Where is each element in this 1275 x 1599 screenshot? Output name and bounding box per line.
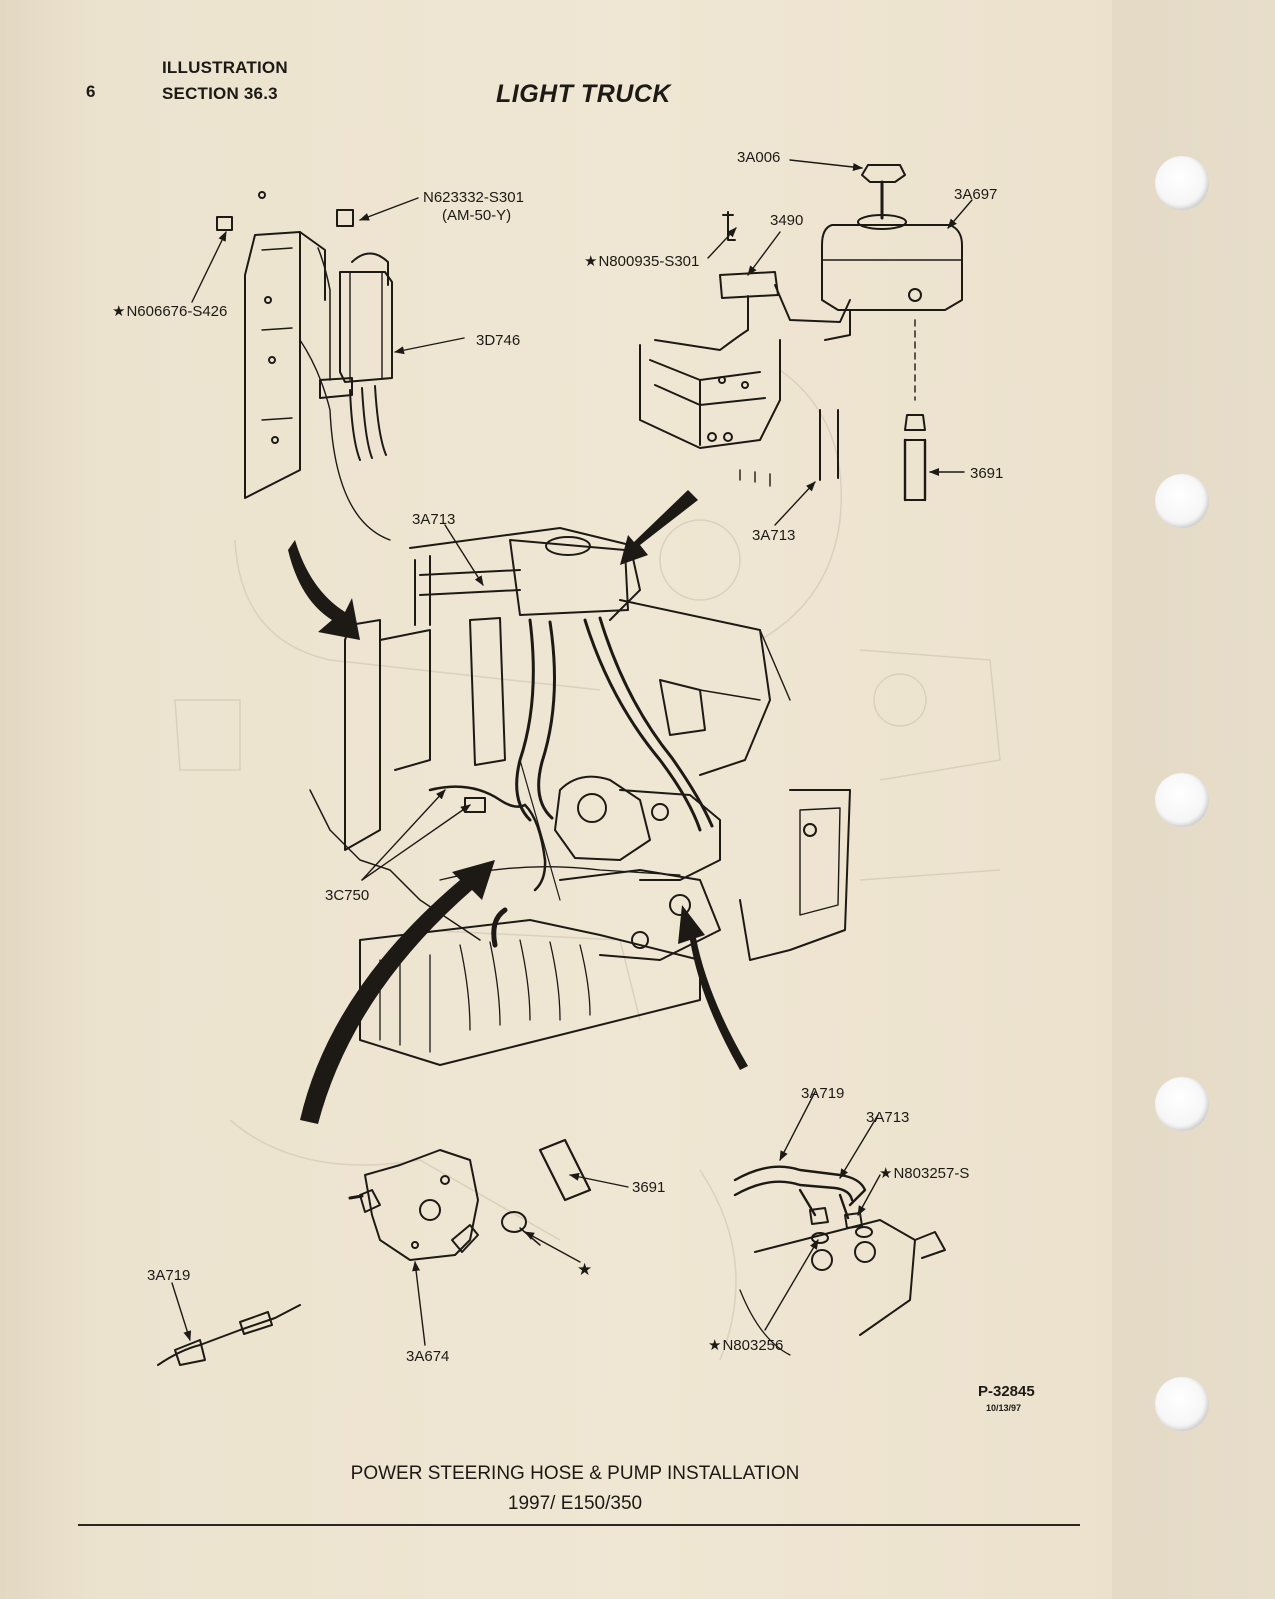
label-n800935-s301: ★N800935-S301 (584, 253, 700, 270)
label-3a713-bottom: 3A713 (866, 1109, 910, 1126)
label-3a006: 3A006 (737, 149, 781, 166)
footer-rule (78, 1524, 1080, 1526)
section-number: SECTION 36.3 (162, 84, 278, 103)
star-icon: ★ (708, 1337, 722, 1354)
engine-assembly (309, 527, 851, 1066)
caption-title: POWER STEERING HOSE & PUMP INSTALLATION (350, 1463, 800, 1484)
label-3a719-right: 3A719 (801, 1085, 845, 1102)
reservoir-3a697 (819, 164, 963, 502)
label-3490: 3490 (770, 212, 804, 229)
figure-id: P-32845 (978, 1383, 1035, 1400)
label-3691-bottom: 3691 (632, 1179, 666, 1196)
label-am-50-y: (AM-50-Y) (442, 207, 512, 224)
label-3a713-mid: 3A713 (412, 511, 456, 528)
label-3c750: 3C750 (325, 887, 370, 904)
star-icon: ★ (879, 1165, 893, 1182)
punch-hole (1155, 156, 1209, 210)
label-3a697: 3A697 (954, 186, 998, 203)
direction-arrows[interactable] (288, 490, 748, 1124)
star-symbol: ★ (577, 1260, 592, 1280)
label-3a719-left: 3A719 (147, 1267, 191, 1284)
label-n803257-s: ★N803257-S (879, 1165, 970, 1182)
label-3d746: 3D746 (476, 332, 521, 349)
pump-3a674 (348, 1138, 592, 1261)
label-3a713-top: 3A713 (752, 527, 796, 544)
star-icon: ★ (584, 253, 598, 270)
cooler-bracket-assembly (216, 191, 393, 541)
label-3a674: 3A674 (406, 1348, 450, 1365)
figure-date: 10/13/97 (986, 1403, 1022, 1413)
label-n803256: ★N803256 (708, 1337, 784, 1354)
punch-hole (1155, 773, 1209, 827)
label-3691-top: 3691 (970, 465, 1004, 482)
punch-hole (1155, 1377, 1209, 1431)
caption-subtitle: 1997/ E150/350 (507, 1493, 643, 1514)
section-label: ILLUSTRATION (162, 58, 288, 77)
fitting-detail (733, 1165, 946, 1356)
star-icon: ★ (112, 303, 126, 320)
page-number: 6 (86, 82, 96, 101)
leader-lines (171, 159, 973, 1346)
hose-end-3a719 (157, 1304, 301, 1366)
page-title: LIGHT TRUCK (496, 80, 671, 108)
punch-hole (1155, 1077, 1209, 1131)
label-n623332-s301: N623332-S301 (423, 189, 524, 206)
punch-hole (1155, 474, 1209, 528)
label-n606676-s426: ★N606676-S426 (112, 303, 228, 320)
